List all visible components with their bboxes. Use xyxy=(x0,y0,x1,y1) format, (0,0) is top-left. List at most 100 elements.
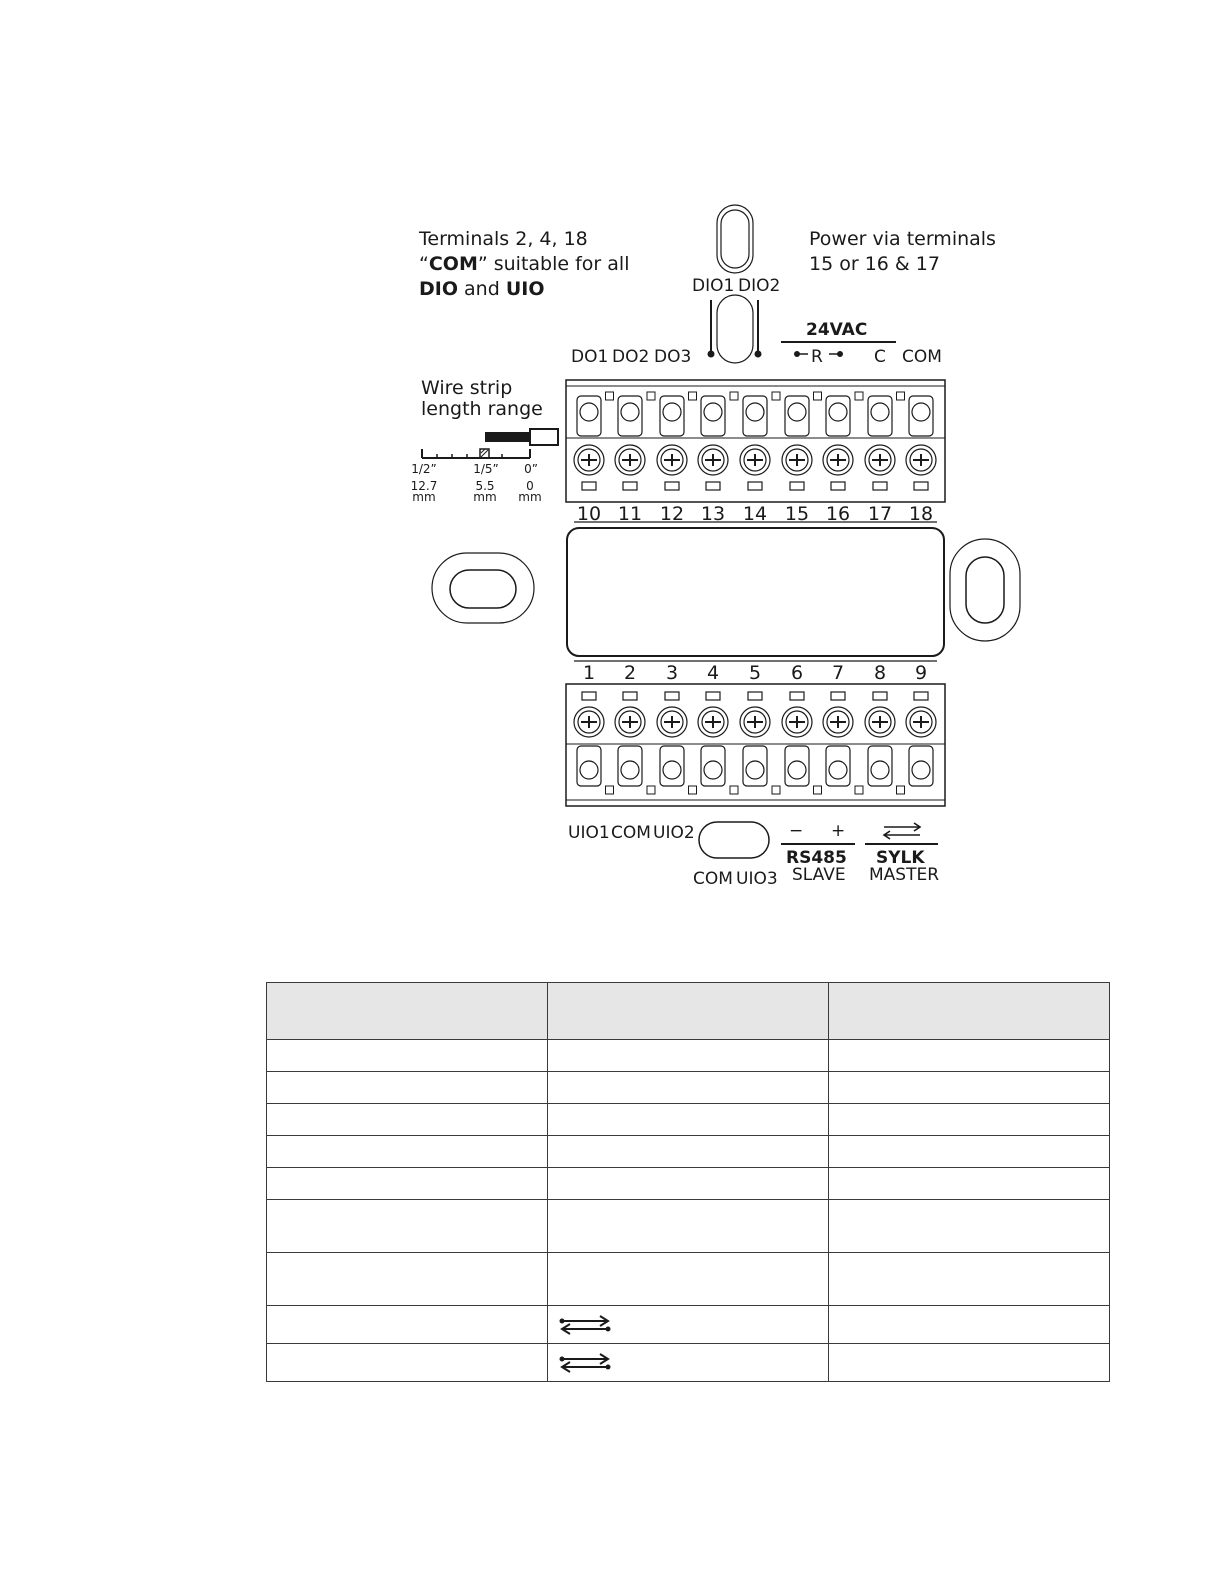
table-cell xyxy=(266,1071,548,1104)
table-row xyxy=(266,1199,1110,1253)
terminal-number: 13 xyxy=(701,503,725,525)
label-com: COM xyxy=(902,347,942,367)
table-cell xyxy=(547,1305,829,1344)
bidirectional-arrows-icon xyxy=(559,1352,611,1373)
bidirectional-arrows-icon xyxy=(559,1314,611,1335)
terminal-screw xyxy=(697,391,739,491)
terminal-number: 12 xyxy=(660,503,684,525)
table-cell xyxy=(547,1103,829,1136)
label-minus: − xyxy=(789,821,803,841)
terminal-number: 4 xyxy=(707,662,719,684)
gauge-mm-value: 12.7 xyxy=(411,479,438,493)
terminal-number: 5 xyxy=(749,662,761,684)
terminal-screw xyxy=(573,391,614,491)
controller-body xyxy=(431,521,1021,662)
terminal-screw xyxy=(905,691,937,787)
table-cell xyxy=(828,1252,1110,1306)
terminal-number: 3 xyxy=(666,662,678,684)
wiring-table xyxy=(266,982,1110,1382)
label-uio2: UIO2 xyxy=(653,823,695,843)
sylk-arrows-icon xyxy=(882,822,922,840)
table-header-cell xyxy=(828,982,1110,1040)
label-c: C xyxy=(874,347,886,367)
terminal-number: 7 xyxy=(832,662,844,684)
label-com-uio3-com: COM xyxy=(693,869,733,889)
label-rs485: RS485 xyxy=(786,848,847,868)
label-sylk: SYLK xyxy=(876,848,925,868)
label-r: R xyxy=(811,347,823,367)
terminal-screw xyxy=(656,691,697,795)
table-cell xyxy=(547,1039,829,1072)
label-24vac: 24VAC xyxy=(806,320,867,340)
terminal-number: 1 xyxy=(583,662,595,684)
table-cell xyxy=(547,1252,829,1306)
gauge-mm-unit: mm xyxy=(473,490,496,504)
dio-jumper-loop xyxy=(707,204,762,364)
uio3-jumper-loop xyxy=(698,821,770,859)
com-note-line2: “COM” suitable for all xyxy=(419,253,630,275)
com-note-line3: DIO and UIO xyxy=(419,278,544,300)
label-plus: + xyxy=(831,821,845,841)
table-header-row xyxy=(266,982,1110,1040)
terminal-screw xyxy=(739,391,781,491)
terminal-number: 2 xyxy=(624,662,636,684)
left-mounting-hole xyxy=(431,552,535,624)
label-do3: DO3 xyxy=(654,347,691,367)
label-slave: SLAVE xyxy=(792,865,846,885)
gauge-mm-value: 5.5 xyxy=(475,479,494,493)
right-mounting-hole xyxy=(949,538,1021,642)
table-cell xyxy=(266,1039,548,1072)
terminal-number: 11 xyxy=(618,503,642,525)
label-dio1: DIO1 xyxy=(692,276,734,296)
com-note-line1: Terminals 2, 4, 18 xyxy=(418,228,588,250)
table-cell xyxy=(547,1343,829,1382)
wire-ferrule xyxy=(529,428,559,446)
terminal-number: 8 xyxy=(874,662,886,684)
terminal-number: 14 xyxy=(743,503,767,525)
table-row xyxy=(266,1343,1110,1382)
label-do2: DO2 xyxy=(612,347,649,367)
terminal-screw xyxy=(656,391,697,491)
table-row xyxy=(266,1039,1110,1072)
terminal-screw xyxy=(781,691,822,795)
terminal-screw xyxy=(864,391,905,491)
table-row xyxy=(266,1305,1110,1344)
terminal-screw xyxy=(822,391,864,491)
top-terminal-numbers: 10 11 12 13 14 15 16 17 18 xyxy=(577,503,933,525)
bottom-terminal-block xyxy=(565,683,946,807)
terminal-screw xyxy=(822,691,864,795)
gauge-mm-value: 0 xyxy=(526,479,534,493)
table-cell xyxy=(828,1199,1110,1253)
table-row xyxy=(266,1071,1110,1104)
table-cell xyxy=(547,1199,829,1253)
table-cell xyxy=(828,1039,1110,1072)
power-note-line2: 15 or 16 & 17 xyxy=(809,253,940,275)
top-terminal-block xyxy=(565,379,946,503)
label-master: MASTER xyxy=(869,865,939,885)
terminal-number: 18 xyxy=(909,503,933,525)
wire-insulation xyxy=(485,432,531,442)
gauge-mm-unit: mm xyxy=(412,490,435,504)
table-cell xyxy=(266,1199,548,1253)
table-cell xyxy=(266,1305,548,1344)
table-cell xyxy=(547,1135,829,1168)
label-do1: DO1 xyxy=(571,347,608,367)
terminal-screw xyxy=(573,691,614,795)
terminal-number: 6 xyxy=(791,662,803,684)
table-cell xyxy=(547,1167,829,1200)
label-com-bottom: COM xyxy=(611,823,651,843)
label-uio3: UIO3 xyxy=(736,869,778,889)
table-row xyxy=(266,1167,1110,1200)
gauge-inch-label: 1/5” xyxy=(473,462,499,476)
table-cell xyxy=(266,1343,548,1382)
terminal-number: 10 xyxy=(577,503,601,525)
table-cell xyxy=(828,1167,1110,1200)
table-cell xyxy=(828,1135,1110,1168)
terminal-screw xyxy=(697,691,739,795)
label-dio2: DIO2 xyxy=(738,276,780,296)
wire-strip-label-line2: length range xyxy=(421,398,543,420)
table-cell xyxy=(266,1167,548,1200)
terminal-number: 16 xyxy=(826,503,850,525)
table-row xyxy=(266,1252,1110,1306)
table-cell xyxy=(828,1343,1110,1382)
